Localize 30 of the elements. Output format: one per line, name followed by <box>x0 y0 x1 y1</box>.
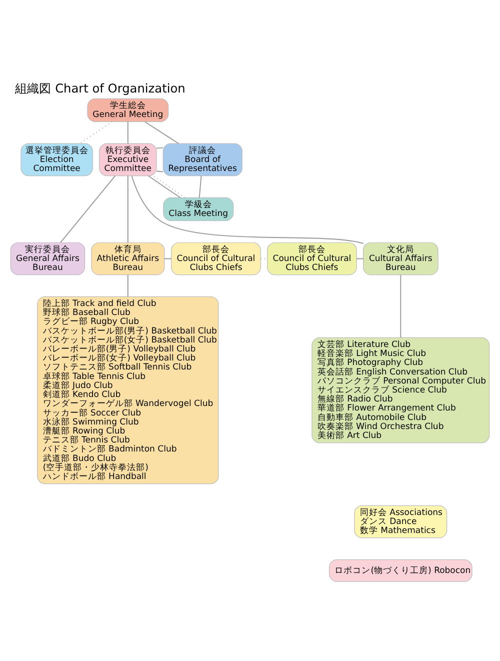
connector <box>148 174 181 198</box>
connector <box>127 174 128 242</box>
connector <box>127 120 128 144</box>
node-box: 同好会 Associations ダンス Dance 数学 Mathematics <box>354 504 448 538</box>
node-box: 執行委員会 Executive Committee <box>99 142 157 176</box>
connector <box>131 175 364 244</box>
connector <box>156 146 164 148</box>
node-box: 文芸部 Literature Club 軽音楽部 Light Music Club 写真部 Photography Club 英会話部 English Conversation Club パソコンクラブ Personal Computer Club サイエンスクラブ Science Club 無線部 Radio Club 華道部 Flower Arrangement Club 自動車部 Automobile Club 吹奏楽部 Wind Orchestra Club 美術部 Art Club <box>312 336 490 443</box>
connector <box>60 174 116 242</box>
connector <box>156 170 164 172</box>
node-box: 体育局 Athletic Affairs Bureau <box>91 242 165 275</box>
connector <box>400 274 402 338</box>
connector <box>79 120 112 144</box>
node-box: 選挙管理委員会 Election Committee <box>20 142 93 176</box>
connector <box>356 258 364 259</box>
connector <box>127 274 128 297</box>
connector <box>164 258 172 259</box>
node-box: 評議会 Board of Representatives <box>162 142 242 176</box>
node-box: 学生総会 General Meeting <box>87 98 169 122</box>
node-box: 部長会 Council of Cultural Clubs Chiefs <box>267 242 357 275</box>
connector <box>144 120 180 144</box>
connector <box>198 174 202 198</box>
diagram-title: 組織図 Chart of Organization <box>15 81 186 96</box>
node-box: 部長会 Council of Cultural Clubs Chiefs <box>171 242 261 275</box>
node-box: 文化局 Cultural Affairs Bureau <box>362 242 438 275</box>
node-box: ロボコン(物づくり工房) Robocon <box>328 558 472 582</box>
node-box: 学級会 Class Meeting <box>163 196 234 221</box>
connector <box>152 174 186 198</box>
node-box: 実行委員会 General Affairs Bureau <box>10 242 86 275</box>
node-box: 陸上部 Track and field Club 野球部 Baseball Club ラグビー部 Rugby Club バスケットボール部(男子) Basketball Club バスケットボール部(女子) Basketball Club バレーボール部(男子) Volleyball Club バレーボール部(女子) Volleyball Club ソフトテニス部 Softball Tennis Club 卓球部 Table Tennis Club 柔道部 Judo Club 剣道部 Kendo Club ワンダーフォーゲル部 Wandervogel Club サッカー部 Soccer Club 水泳部 Swimming Club 漕艇部 Rowing Club テニス部 Tennis Club バドミントン部 Badminton Club 武道部 Budo Club (空手道部・少林寺拳法部) ハンドボール部 Handball <box>37 296 219 484</box>
